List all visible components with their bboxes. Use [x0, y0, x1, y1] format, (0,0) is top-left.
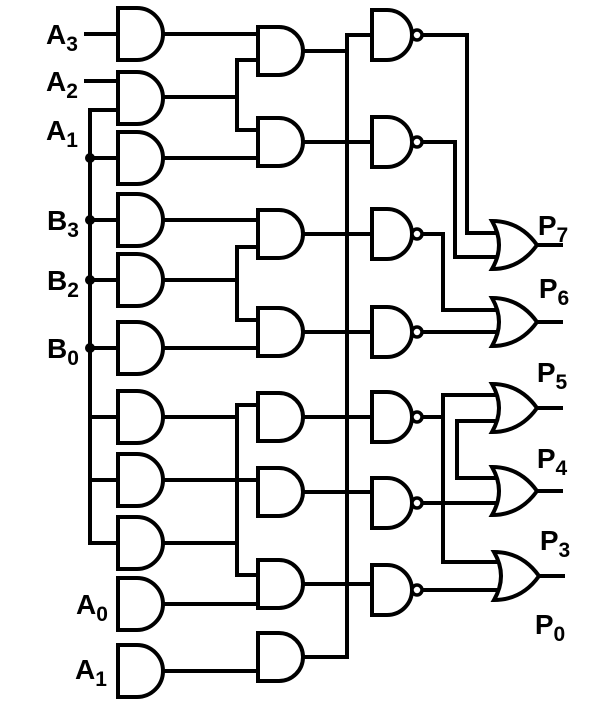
label-subscript: 0: [554, 623, 566, 646]
label-subscript: 0: [67, 347, 79, 370]
input-label-a3: A3: [46, 19, 78, 56]
label-main: P: [537, 357, 556, 388]
output-label-p0: P0: [535, 609, 565, 646]
or-gate: [488, 295, 540, 349]
label-subscript: 5: [556, 371, 568, 394]
junction-dot: [85, 215, 95, 225]
label-subscript: 0: [96, 603, 108, 626]
label-main: A: [75, 654, 95, 685]
and-gate: [116, 192, 165, 248]
wire: [423, 33, 502, 235]
label-main: A: [46, 66, 66, 97]
output-label-p7: P7: [538, 210, 568, 247]
label-subscript: 4: [556, 457, 568, 480]
and-gate: [116, 576, 165, 632]
nand-gate: [370, 115, 414, 169]
wire: [235, 403, 262, 577]
nand-gate: [370, 476, 414, 530]
wire: [441, 393, 504, 564]
label-subscript: 2: [66, 80, 78, 103]
label-main: P: [539, 273, 558, 304]
inversion-bubble: [410, 325, 424, 339]
label-main: P: [535, 609, 554, 640]
and-gate: [116, 643, 165, 699]
and-gate: [256, 631, 305, 683]
label-subscript: 3: [559, 539, 571, 562]
label-main: B: [47, 333, 67, 364]
and-gate: [116, 320, 165, 376]
input-label-a0: A0: [76, 589, 108, 626]
label-main: P: [537, 443, 556, 474]
inversion-bubble: [410, 410, 424, 424]
wire: [88, 108, 118, 545]
inversion-bubble: [410, 28, 424, 42]
label-subscript: 6: [558, 287, 570, 310]
input-label-b0: B0: [47, 333, 79, 370]
input-label-b2: B2: [47, 265, 79, 302]
nand-gate: [370, 563, 414, 617]
output-label-p5: P5: [537, 357, 568, 394]
junction-dot: [85, 343, 95, 353]
label-subscript: 1: [95, 668, 107, 691]
label-main: P: [540, 525, 559, 556]
wire: [235, 245, 262, 322]
input-label-a2: A2: [46, 66, 78, 103]
nand-gate: [370, 207, 414, 261]
label-subscript: 7: [557, 224, 569, 247]
input-label-a1: A1: [75, 654, 107, 691]
output-label-p6: P6: [539, 273, 569, 310]
label-subscript: 3: [66, 33, 78, 56]
nand-gate: [370, 8, 414, 62]
and-gate: [116, 6, 165, 62]
or-gate: [488, 381, 540, 435]
and-gate: [256, 558, 305, 610]
label-main: B: [47, 265, 67, 296]
output-label-p4: P4: [537, 443, 568, 480]
and-gate: [116, 452, 165, 508]
label-main: B: [47, 205, 67, 236]
label-subscript: 1: [66, 129, 78, 152]
label-subscript: 3: [67, 219, 79, 242]
and-gate: [256, 116, 305, 168]
label-main: A: [46, 115, 66, 146]
and-gate: [116, 70, 165, 126]
inversion-bubble: [410, 583, 424, 597]
label-main: A: [76, 589, 96, 620]
nand-gate: [370, 305, 414, 359]
inversion-bubble: [410, 227, 424, 241]
or-gate: [488, 218, 540, 272]
wire: [423, 140, 502, 259]
or-gate: [490, 549, 542, 603]
and-gate: [256, 25, 305, 77]
wire: [455, 419, 504, 480]
input-label-b3: B3: [47, 205, 79, 242]
output-label-p3: P3: [540, 525, 570, 562]
or-gate: [488, 464, 540, 518]
wire: [303, 33, 376, 659]
and-gate: [256, 306, 305, 358]
junction-dot: [85, 275, 95, 285]
junction-dot: [85, 153, 95, 163]
label-subscript: 2: [67, 279, 79, 302]
input-label-a1: A1: [46, 115, 78, 152]
and-gate: [116, 389, 165, 445]
and-gate: [256, 391, 305, 443]
label-main: A: [46, 19, 66, 50]
wire: [235, 58, 262, 132]
and-gate: [256, 466, 305, 518]
nand-gate: [370, 390, 414, 444]
and-gate: [116, 515, 165, 571]
inversion-bubble: [410, 496, 424, 510]
and-gate: [116, 130, 165, 186]
and-gate: [116, 252, 165, 308]
label-main: P: [538, 210, 557, 241]
wire: [423, 232, 502, 312]
and-gate: [256, 208, 305, 260]
inversion-bubble: [410, 135, 424, 149]
